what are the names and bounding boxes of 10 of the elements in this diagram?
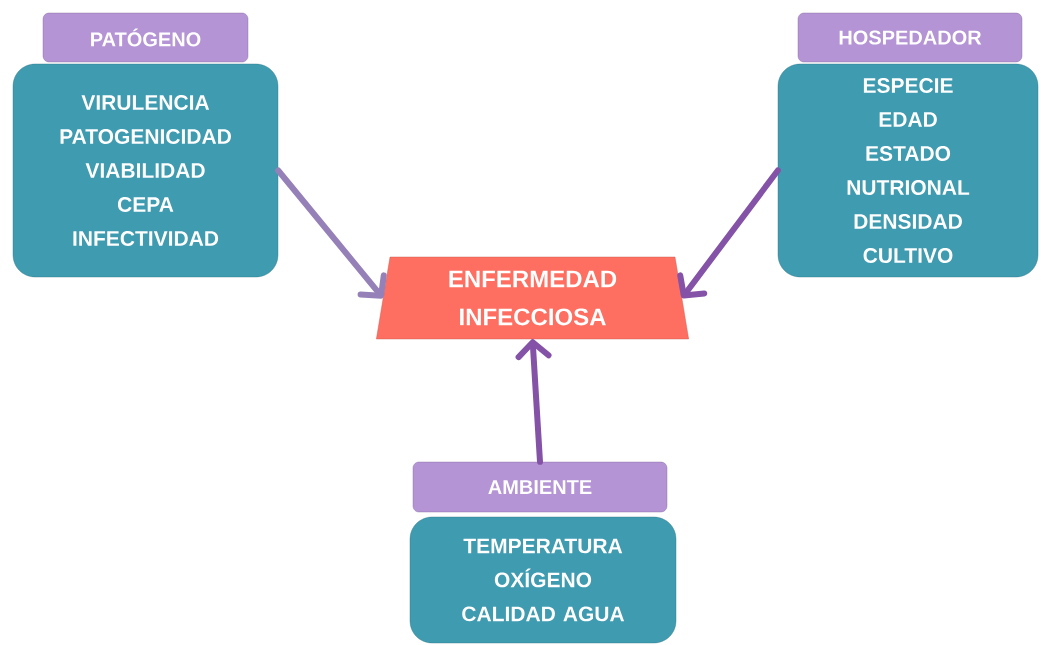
header-tab: AMBIENTE bbox=[412, 461, 668, 513]
arrow bbox=[677, 167, 781, 299]
category-box: ESPECIE EDAD ESTADO NUTRIONAL DENSIDAD CULTIVO bbox=[777, 63, 1039, 278]
category-box: TEMPERATURA OXÍGENO CALIDAD AGUA bbox=[409, 516, 677, 644]
arrow bbox=[275, 167, 387, 299]
arrow bbox=[515, 339, 552, 465]
category-box: VIRULENCIA PATOGENICIDAD VIABILIDAD CEPA INFECTIVIDAD bbox=[12, 63, 279, 278]
disease-trapezoid: ENFERMEDAD INFECCIOSA bbox=[376, 256, 689, 340]
header-tab: HOSPEDADOR bbox=[797, 12, 1023, 63]
header-tab: PATÓGENO bbox=[42, 12, 249, 63]
